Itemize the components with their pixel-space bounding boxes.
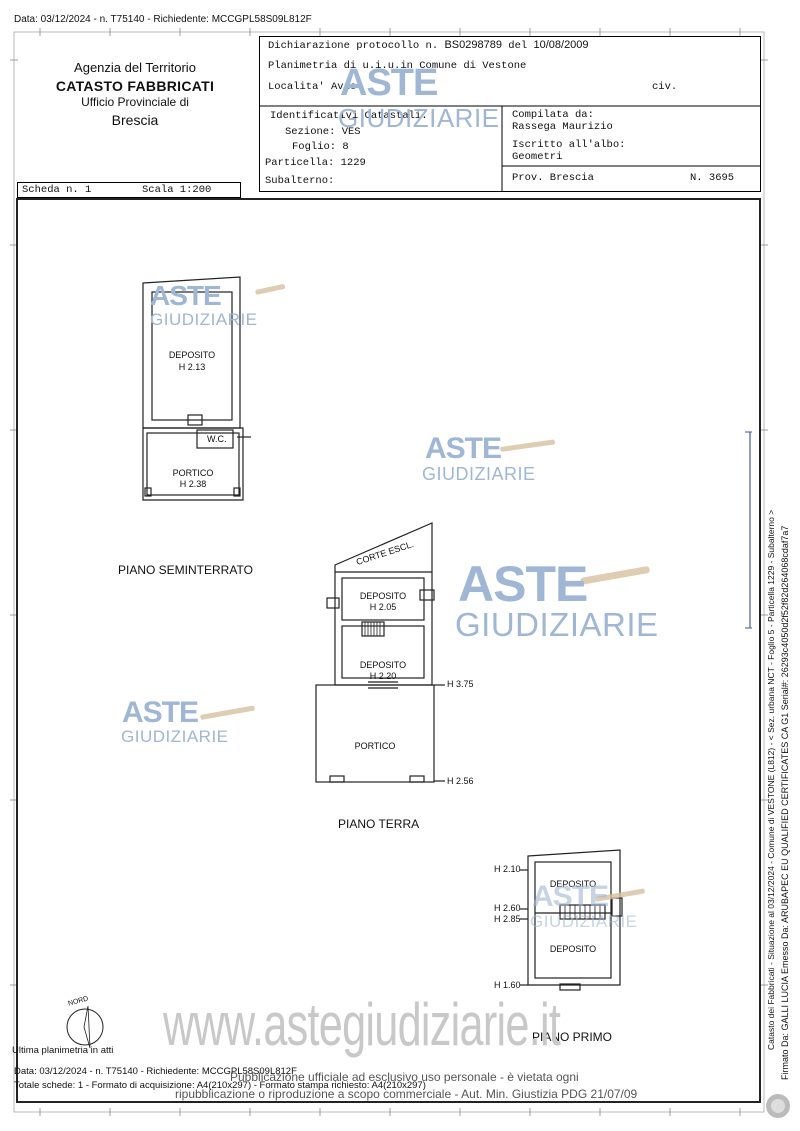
geometri-value: Geometri: [512, 151, 563, 163]
watermark-giudiziarie: GIUDIZIARIE: [121, 727, 229, 746]
gavel-watermark-icon: [200, 284, 650, 902]
watermark-giudiziarie: GIUDIZIARIE: [455, 606, 659, 643]
room-label: PORTICO: [172, 468, 214, 478]
footer-data-line: Data: 03/12/2024 - n. T75140 - Richieden…: [14, 1066, 297, 1077]
drawing-frame: [16, 198, 761, 1103]
room-height: H 2.38: [179, 479, 207, 489]
ufficio-provinciale: Ufficio Provinciale di: [81, 95, 189, 110]
planimetria-line: Planimetria di u.i.u.in Comune di Veston…: [268, 60, 527, 72]
room-height: H 2.20: [369, 671, 397, 681]
room-label: DEPOSITO: [168, 350, 216, 360]
watermark-giudiziarie: GIUDIZIARIE: [150, 310, 258, 329]
top-request-line: Data: 03/12/2024 - n. T75140 - Richieden…: [14, 14, 312, 25]
localita-line: Localita' Avie: [268, 81, 357, 93]
north-arrow-icon: [66, 1005, 104, 1049]
scheda-number: Scheda n. 1: [22, 184, 92, 196]
catasto-fabbricati-title: CATASTO FABBRICATI: [55, 77, 215, 94]
publication-notice-1: Pubblicazione ufficiale ad esclusivo uso…: [230, 1070, 579, 1084]
watermark-aste-header: ASTE: [340, 62, 438, 104]
iscritto-label: Iscritto all'albo:: [512, 139, 626, 151]
height-marker: H 3.75: [447, 679, 474, 689]
watermark-aste: ASTE: [458, 556, 588, 612]
height-marker: H 2.85: [494, 914, 521, 924]
ufficio-city: Brescia: [111, 111, 159, 128]
civ-label: civ.: [652, 81, 678, 93]
subalterno-value: Subalterno:: [265, 175, 335, 187]
watermark-aste: ASTE: [425, 432, 502, 465]
header-box: [259, 36, 761, 192]
del-label: del: [508, 40, 528, 52]
dichiarazione-line: Dichiarazione protocollo n. BS0298789 de…: [268, 39, 589, 52]
room-label: DEPOSITO: [549, 944, 597, 954]
height-marker: H 2.10: [494, 864, 521, 874]
scheda-row: Scheda n. 1 Scala 1:200: [17, 182, 241, 198]
albo-number: N. 3695: [690, 172, 735, 184]
floor-title: PIANO TERRA: [338, 817, 420, 831]
scala-value: Scala 1:200: [142, 184, 212, 196]
watermark-giudiziarie: GIUDIZIARIE: [530, 912, 638, 931]
foglio-value: Foglio: 8: [292, 141, 349, 153]
height-marker: H 2.56: [447, 776, 474, 786]
watermark-aste: ASTE: [122, 696, 199, 729]
watermark-aste: ASTE: [150, 280, 222, 311]
compilata-name: Rassega Maurizio: [512, 121, 613, 133]
height-marker: H 2.60: [494, 903, 521, 913]
footer-totale-line: Totale schede: 1 - Formato di acquisizio…: [14, 1080, 426, 1091]
particella-value: Particella: 1229: [265, 157, 366, 169]
floor-title: PIANO SEMINTERRATO: [118, 563, 253, 577]
sezione-value: Sezione: VES: [285, 126, 361, 138]
seal-stamp-icon: [766, 1094, 790, 1118]
plan-piano-primo: [520, 849, 623, 991]
side-signature-line: Firmato Da: GALLI LUCIA Emesso Da: ARUBA…: [780, 525, 790, 1080]
room-label: DEPOSITO: [549, 879, 597, 889]
dichiarazione-date: 10/08/2009: [533, 39, 589, 51]
agency-name: Agenzia del Territorio: [74, 60, 196, 75]
plan-piano-seminterrato: [142, 276, 251, 501]
room-label: W.C.: [207, 434, 227, 444]
watermark-aste: ASTE: [532, 880, 609, 913]
plan-piano-terra: [315, 522, 445, 783]
watermark-giudiziarie: GIUDIZIARIE: [422, 464, 536, 484]
protocollo-number: BS0298789: [444, 39, 502, 51]
publication-notice-2: ripubblicazione o riproduzione a scopo c…: [175, 1087, 638, 1101]
watermark-url: www.astegiudiziarie.it: [163, 991, 561, 1058]
room-label: PORTICO: [354, 741, 396, 751]
room-label: DEPOSITO: [359, 660, 407, 670]
dichiarazione-label: Dichiarazione protocollo n.: [268, 40, 439, 52]
identificativi-label: Identificativi Catastali:: [270, 110, 428, 122]
provincia-value: Prov. Brescia: [512, 172, 594, 184]
ultima-planimetria: Ultima planimetria in atti: [12, 1045, 114, 1056]
floor-title: PIANO PRIMO: [532, 1030, 613, 1044]
agency-block: Agenzia del Territorio CATASTO FABBRICAT…: [40, 60, 230, 129]
room-height: H 2.05: [369, 602, 397, 612]
room-label: DEPOSITO: [359, 591, 407, 601]
side-catasto-line: Catasto dei Fabbricati - Situazione al 0…: [766, 509, 776, 1050]
room-height: H 2.13: [178, 362, 206, 372]
watermark-giudiziarie-header: GIUDIZIARIE: [338, 103, 500, 133]
compilata-label: Compilata da:: [512, 109, 594, 121]
header-dividers: [259, 105, 761, 192]
height-marker: H 1.60: [494, 980, 521, 990]
